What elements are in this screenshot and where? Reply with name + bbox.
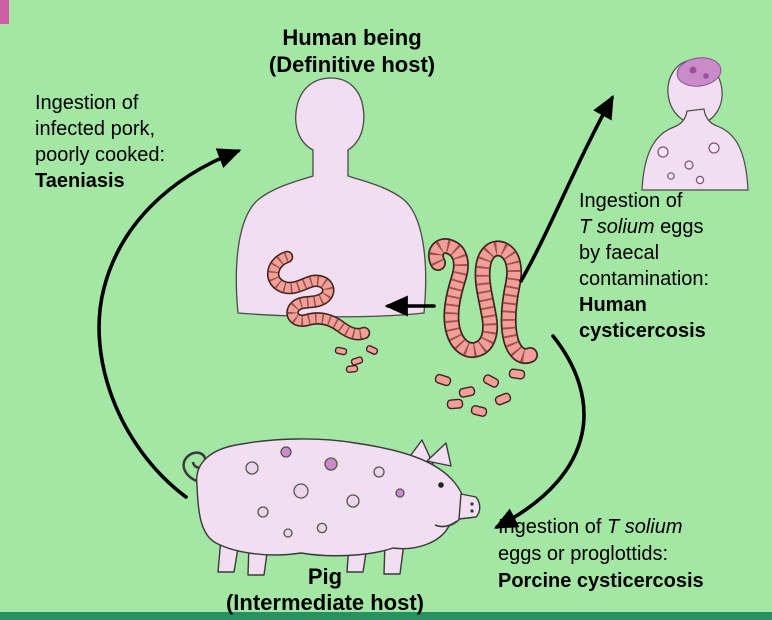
disease-name-porcine-cysticercosis: Porcine cysticercosis — [498, 570, 704, 592]
tapeworm-segments — [429, 239, 533, 363]
tapeworm-segments — [268, 252, 366, 339]
brain-cyst-dot — [703, 73, 709, 79]
scan-artifact-bottom-strip — [0, 612, 772, 620]
pig-host-title: Pig (Intermediate host) — [200, 564, 450, 616]
pig-ear — [426, 442, 452, 467]
arrow-eggs-to-human-head — [519, 94, 614, 283]
proglottid-fragments — [334, 345, 526, 417]
pig-cyst-spot — [283, 528, 293, 538]
label-line: contamination: — [579, 268, 710, 290]
host-name: Human being — [282, 25, 422, 50]
host-role: (Intermediate host) — [225, 590, 425, 615]
proglottid — [434, 373, 452, 387]
arrow-pig-to-human — [97, 148, 242, 499]
label-line: Ingestion of — [35, 92, 139, 114]
label-line: eggs or proglottids: — [498, 543, 669, 565]
pig-eye — [438, 482, 444, 488]
human-host-title: Human being (Definitive host) — [212, 24, 492, 78]
label-line: Ingestion of — [579, 190, 683, 212]
proglottid — [334, 346, 348, 356]
pig-cyst-spot — [324, 457, 338, 471]
pig-nostril — [470, 502, 474, 506]
species-name: T solium — [606, 516, 683, 538]
proglottid — [365, 345, 379, 355]
label-taeniasis-route: Ingestion of infected pork, poorly cooke… — [35, 90, 165, 194]
brain-cyst-patch — [676, 57, 722, 87]
brain-cyst-dot — [689, 66, 697, 74]
proglottid — [482, 374, 500, 388]
label-human-cysticercosis-route: Ingestion of T solium eggs by faecal con… — [579, 188, 709, 344]
host-role: (Definitive host) — [268, 52, 436, 77]
proglottid — [350, 356, 364, 366]
pig-cyst-spot — [373, 466, 385, 478]
label-line: infected pork, — [35, 118, 156, 140]
label-line: by faecal — [579, 242, 660, 264]
proglottid — [470, 405, 488, 417]
cycle-arrows — [97, 94, 614, 529]
pig-cyst-spot — [245, 461, 259, 475]
pig-cyst-spot — [293, 483, 309, 499]
pig-illustration — [182, 438, 481, 576]
proglottid — [446, 398, 464, 410]
proglottid — [494, 392, 512, 406]
proglottid — [458, 386, 476, 398]
pig-mouth — [434, 520, 458, 528]
pig-cyst-spot — [395, 488, 405, 498]
arrow-eggs-to-pig — [493, 334, 586, 529]
pig-cyst-spot — [257, 506, 269, 518]
label-porcine-cysticercosis-route: Ingestion of T solium eggs or proglottid… — [498, 514, 704, 595]
proglottid — [345, 364, 359, 374]
infected-human-figure-illustration — [641, 57, 749, 191]
scan-artifact-topleft — [0, 0, 9, 24]
body-cyst — [684, 160, 694, 170]
body-cyst — [667, 172, 675, 180]
disease-name-taeniasis: Taeniasis — [35, 170, 125, 192]
pig-cyst-spot — [280, 446, 292, 458]
label-line: T solium eggs — [579, 216, 704, 238]
body-cyst — [657, 146, 669, 158]
proglottid — [508, 368, 526, 380]
species-name: T solium — [579, 216, 655, 238]
label-line: poorly cooked: — [35, 144, 166, 166]
pig-cyst-spot — [316, 522, 328, 534]
disease-name-human-cysticercosis: cysticercosis — [579, 320, 706, 342]
host-name: Pig — [307, 564, 343, 589]
pig-cyst-spot — [346, 494, 360, 508]
pig-snout — [458, 493, 481, 520]
label-line: Ingestion of T solium — [498, 516, 683, 538]
intestinal-tapeworm-illustration — [266, 250, 371, 341]
figure-bust — [641, 108, 749, 191]
body-cyst — [708, 142, 720, 154]
adult-tapeworm-illustration — [427, 238, 538, 364]
pig-nostril — [470, 509, 474, 513]
body-cyst — [695, 175, 705, 185]
disease-name-human-cysticercosis: Human — [579, 294, 647, 316]
